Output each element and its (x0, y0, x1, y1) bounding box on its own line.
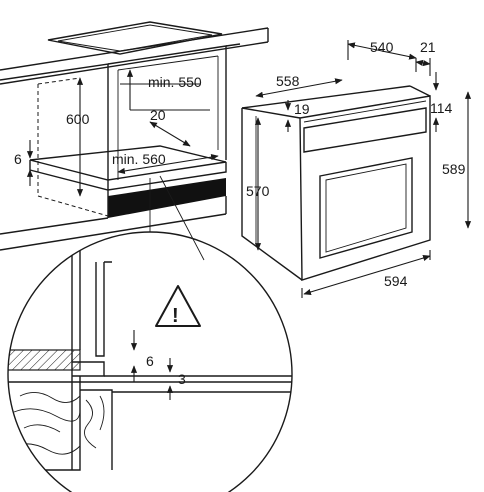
oven-width-label: 594 (384, 273, 408, 289)
cabinet-width-label: min. 560 (112, 151, 166, 167)
dim-oven-depth: 540 21 (347, 39, 436, 76)
detail-shelf-label: 3 (178, 371, 186, 387)
warning-triangle-icon: ! (155, 285, 201, 327)
dim-oven-height-total: 589 (442, 91, 472, 229)
dim-control-height: 114 (430, 72, 453, 132)
oven-height-total-label: 589 (442, 161, 466, 177)
oven-depth-label: 540 (370, 39, 394, 55)
oven-top-depth-label: 558 (276, 73, 300, 89)
dim-oven-height-body: 570 (246, 117, 270, 251)
floor-thickness-label: 6 (14, 151, 22, 167)
cabinet-height-label: 600 (66, 111, 90, 127)
dim-detail-shelf: 3 (166, 358, 186, 400)
oven-height-body-label: 570 (246, 183, 270, 199)
detail-callout: ! 6 3 (7, 175, 293, 492)
dim-top-offset: 19 (284, 100, 310, 132)
dim-cabinet-width: min. 560 (112, 151, 219, 174)
control-height-label: 114 (430, 100, 453, 116)
dim-cabinet-depth: min. 550 (120, 69, 210, 111)
dim-rear-gap: 20 (149, 107, 191, 147)
dim-oven-width: 594 (301, 250, 431, 298)
detail-gap-label: 6 (146, 353, 154, 369)
rear-gap-label: 20 (150, 107, 166, 123)
oven (241, 85, 431, 281)
vent-strip (108, 178, 226, 218)
warning-symbol: ! (172, 305, 179, 327)
top-offset-label: 19 (294, 101, 310, 117)
detail-circle (7, 231, 293, 492)
dim-floor-thickness: 6 (14, 140, 34, 186)
dim-oven-top-depth: 558 (255, 73, 343, 98)
cabinet-depth-label: min. 550 (148, 74, 202, 90)
dim-detail-gap: 6 (130, 330, 154, 382)
dim-cabinet-height: 600 (66, 77, 90, 197)
front-panel-label: 21 (420, 39, 436, 55)
cabinet (0, 21, 269, 251)
